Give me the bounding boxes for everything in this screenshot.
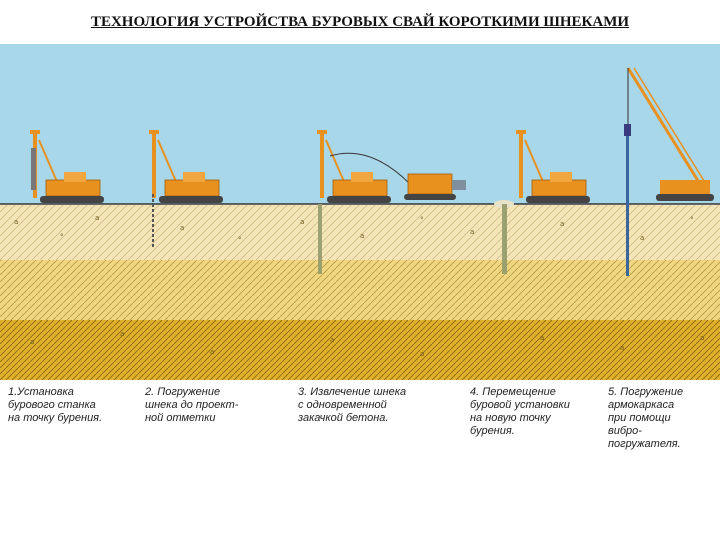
step-5-caption: 5. Погружение армокаркаса при помощи виб… — [608, 386, 683, 451]
svg-text:a: a — [420, 350, 424, 358]
svg-text:a: a — [700, 334, 704, 342]
svg-text:a: a — [560, 220, 564, 228]
svg-text:a: a — [30, 338, 34, 346]
svg-text:a: a — [330, 336, 334, 344]
step-3-caption: 3. Извлечение шнека с одновременной зака… — [298, 386, 406, 425]
step-1-caption: 1.Установка бурового станка на точку бур… — [8, 386, 102, 425]
svg-text:°: ° — [690, 216, 694, 224]
svg-text:a: a — [300, 218, 304, 226]
svg-text:a: a — [14, 218, 18, 226]
svg-text:a: a — [620, 344, 624, 352]
soil-layer-bottom — [0, 320, 720, 380]
step-2-caption: 2. Погружение шнека до проект- ной отмет… — [145, 386, 238, 425]
concrete-pile-2 — [502, 204, 507, 274]
svg-text:°: ° — [60, 233, 64, 241]
svg-text:a: a — [540, 334, 544, 342]
soil-layer-middle — [0, 260, 720, 320]
svg-text:a: a — [360, 232, 364, 240]
svg-text:a: a — [210, 348, 214, 356]
svg-text:a: a — [470, 228, 474, 236]
rebar-cage — [626, 136, 629, 276]
svg-text:°: ° — [420, 216, 424, 224]
page-title: ТЕХНОЛОГИЯ УСТРОЙСТВА БУРОВЫХ СВАЙ КОРОТ… — [0, 14, 720, 31]
svg-text:°: ° — [238, 236, 242, 244]
vibro-driver — [624, 124, 631, 136]
svg-text:a: a — [640, 234, 644, 242]
svg-text:a: a — [120, 330, 124, 338]
step-4-caption: 4. Перемещение буровой установки на нову… — [470, 386, 570, 438]
svg-text:a: a — [95, 214, 99, 222]
svg-text:a: a — [180, 224, 184, 232]
concrete-pile-1 — [318, 204, 322, 274]
drilling-scene: a ° a a ° a a ° a a a ° a a a a a a a a — [0, 44, 720, 380]
